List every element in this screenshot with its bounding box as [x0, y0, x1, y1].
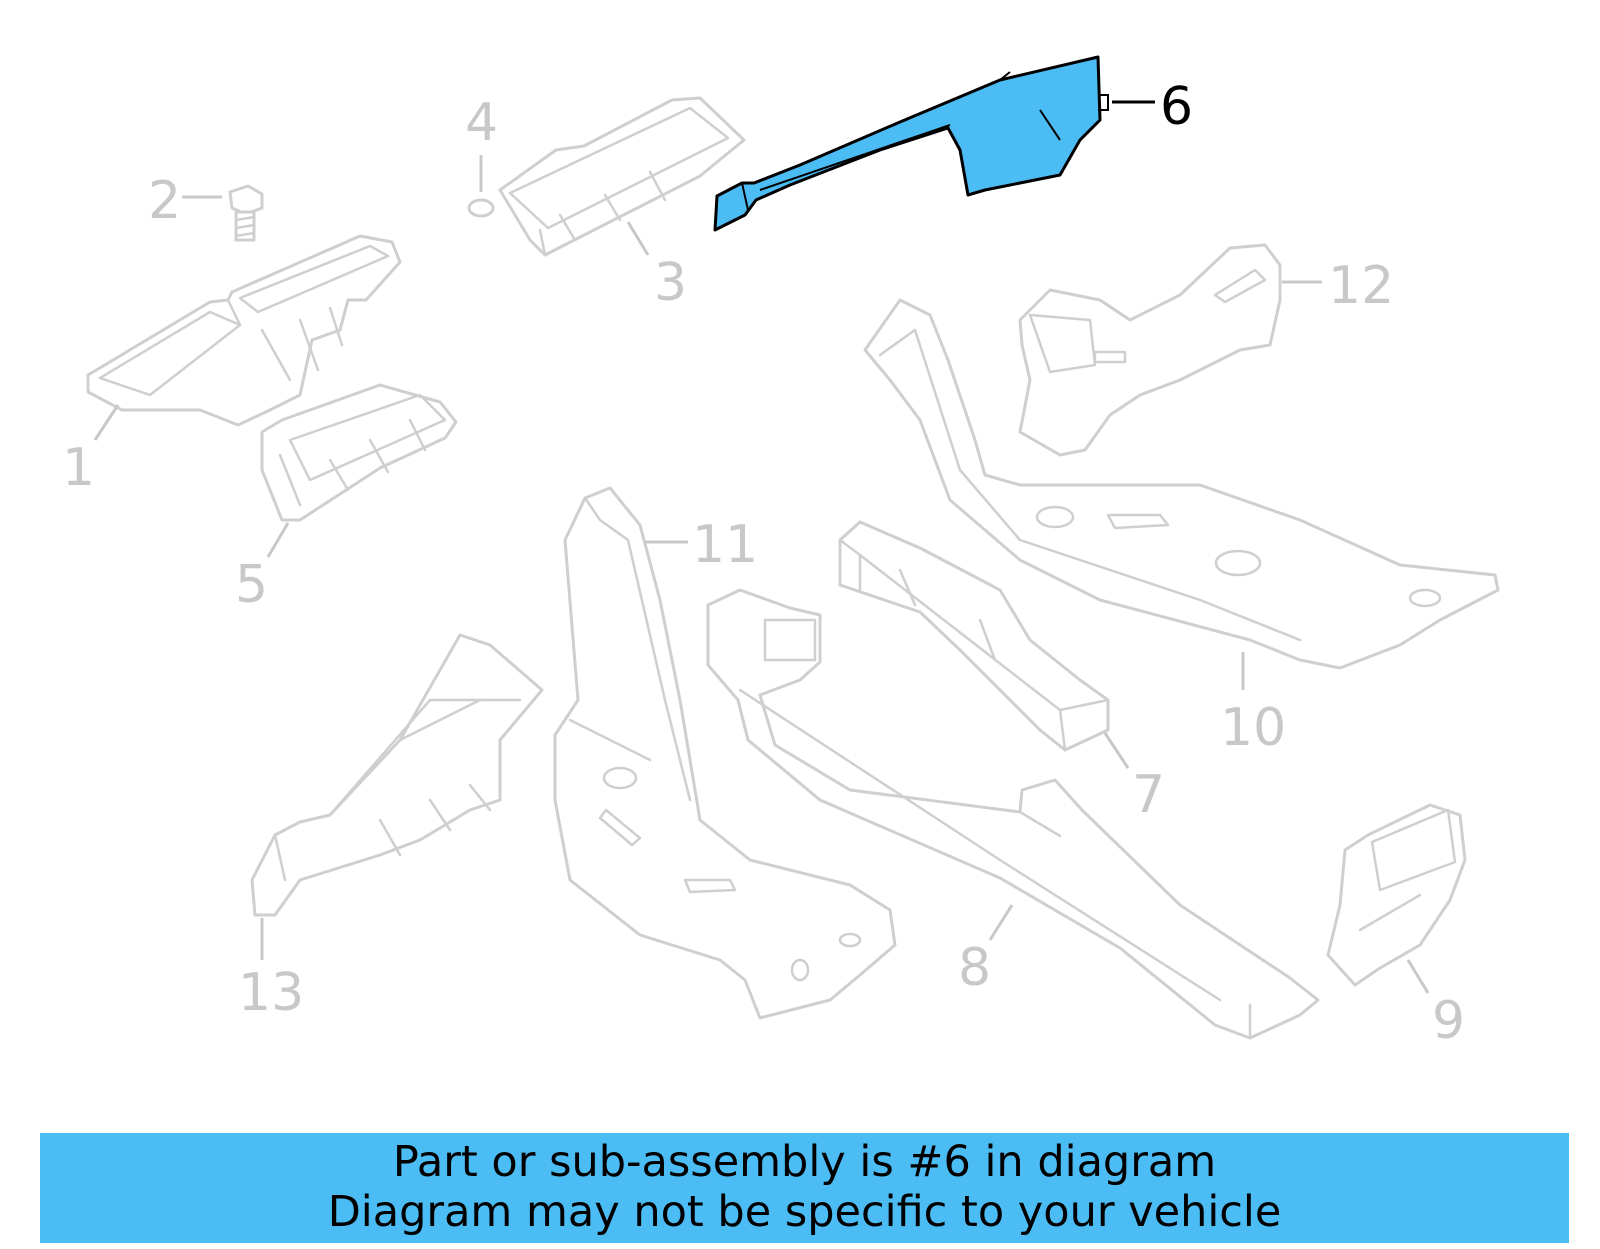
leader-lines [93, 100, 1430, 994]
callout-10: 10 [1220, 698, 1286, 758]
part-7-duct [838, 520, 1110, 752]
part-10-duct [863, 298, 1500, 670]
banner-line-1: Part or sub-assembly is #6 in diagram [392, 1137, 1217, 1187]
callout-6-highlighted: 6 [1160, 77, 1193, 137]
leader-8 [988, 904, 1014, 941]
callout-12: 12 [1328, 256, 1394, 316]
banner-line-2: Diagram may not be specific to your vehi… [327, 1187, 1282, 1237]
callout-numbers: 1 2 3 4 5 6 7 8 9 10 11 12 13 [62, 77, 1465, 1051]
callout-11: 11 [692, 515, 758, 575]
callout-13: 13 [238, 963, 304, 1023]
callout-1: 1 [62, 438, 95, 498]
part-11-duct [553, 486, 897, 1020]
part-1-duct [86, 234, 402, 427]
part-2-bolt [228, 184, 264, 242]
info-banner: Part or sub-assembly is #6 in diagram Di… [40, 1133, 1569, 1243]
callout-7: 7 [1132, 765, 1165, 825]
part-5-vent [260, 383, 458, 522]
callout-5: 5 [235, 555, 268, 615]
callout-3: 3 [654, 253, 687, 313]
callout-4: 4 [465, 93, 498, 153]
callout-8: 8 [958, 938, 991, 998]
part-3-vent [498, 96, 746, 257]
callout-9: 9 [1432, 991, 1465, 1051]
part-4-clip [467, 198, 495, 218]
leader-3 [626, 221, 650, 256]
part-8-duct [706, 588, 1320, 1040]
leader-1 [93, 404, 120, 441]
leader-7 [1103, 732, 1130, 769]
part-12-duct [1018, 243, 1282, 457]
part-6-duct-highlighted[interactable] [713, 55, 1109, 232]
leader-5 [266, 522, 290, 558]
callout-2: 2 [148, 171, 181, 231]
leader-9 [1406, 959, 1430, 994]
part-13-duct [250, 633, 544, 917]
part-9-vent [1326, 803, 1467, 987]
